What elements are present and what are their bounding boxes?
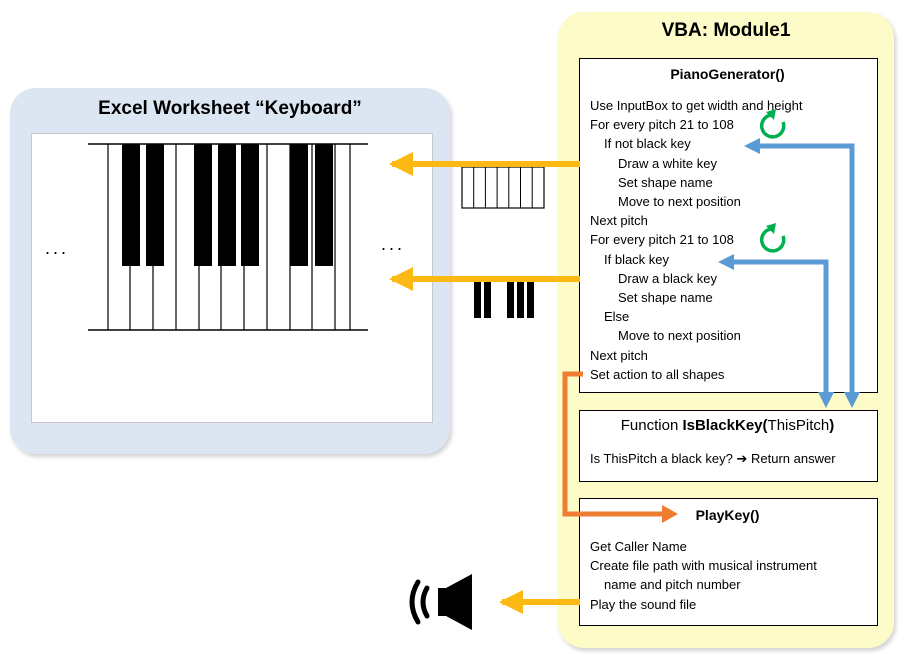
code-line: Get Caller Name [590,539,687,554]
play-key-box [579,498,878,626]
is-black-key-title-param: ThisPitch [767,417,830,434]
is-black-key-line: Is ThisPitch a black key? ➔ Return answe… [590,451,836,466]
sample-black-key [527,282,534,318]
vba-module-title: VBA: Module1 [661,20,791,41]
piano-generator-title: PianoGenerator() [670,66,785,82]
code-line: Move to next position [618,194,741,209]
black-key [241,144,259,266]
black-key [315,144,333,266]
is-black-key-title: Function IsBlackKey(ThisPitch) [579,417,876,434]
sample-black-key [484,282,491,318]
arrowhead [718,254,734,270]
code-line: name and pitch number [604,577,741,592]
code-line: Draw a white key [618,156,717,171]
arrowhead [744,138,760,154]
sample-black-key [517,282,524,318]
refresh-icon [759,109,786,139]
is-black-key-question: Is ThisPitch a black key? [590,451,733,466]
code-line: If black key [604,252,670,267]
play-key-title: PlayKey() [695,507,760,523]
is-black-key-box [579,410,878,482]
arrowhead [662,505,678,523]
black-key [146,144,164,266]
black-keys [122,144,333,266]
arrow-right-icon: ➔ [736,451,748,466]
black-key [290,144,308,266]
code-line: Set shape name [618,175,713,190]
sample-black-key [474,282,481,318]
is-black-key-title-name: IsBlackKey( [682,417,768,434]
refresh-icon [759,223,786,253]
sample-black-key [507,282,514,318]
speaker-icon [409,574,472,630]
is-black-key-answer: Return answer [750,451,836,466]
code-line: Next pitch [590,348,648,363]
code-line: If not black key [604,136,691,151]
code-line: Set shape name [618,290,713,305]
piano-keyboard [88,143,368,331]
keyboard-continuation-right: ... [381,234,406,254]
set-action-arrow [562,371,664,517]
code-line: For every pitch 21 to 108 [590,117,734,132]
white-keys-sample-frame [461,166,545,209]
code-line: Move to next position [618,328,741,343]
is-black-key-title-prefix: Function [620,417,683,434]
is-black-key-call-arrow [732,259,829,394]
white-keys-sample [461,166,545,209]
code-line: Draw a black key [618,271,717,286]
black-key [218,144,236,266]
code-line: Play the sound file [590,597,697,612]
code-line: Next pitch [590,213,648,228]
code-line: Use InputBox to get width and height [590,98,803,113]
black-keys-sample [474,282,534,318]
is-not-black-key-call-arrow [758,143,855,394]
arrowhead [818,392,834,408]
code-line: Set action to all shapes [590,367,725,382]
code-line: Else [604,309,630,324]
excel-worksheet-title: Excel Worksheet “Keyboard” [98,98,362,119]
keyboard-continuation-left: ... [45,238,70,258]
code-line: For every pitch 21 to 108 [590,232,734,247]
is-black-key-title-close: ) [829,417,835,434]
code-line: Create file path with musical instrument [590,558,817,573]
black-key [122,144,140,266]
arrowhead [844,392,860,408]
black-key [194,144,212,266]
